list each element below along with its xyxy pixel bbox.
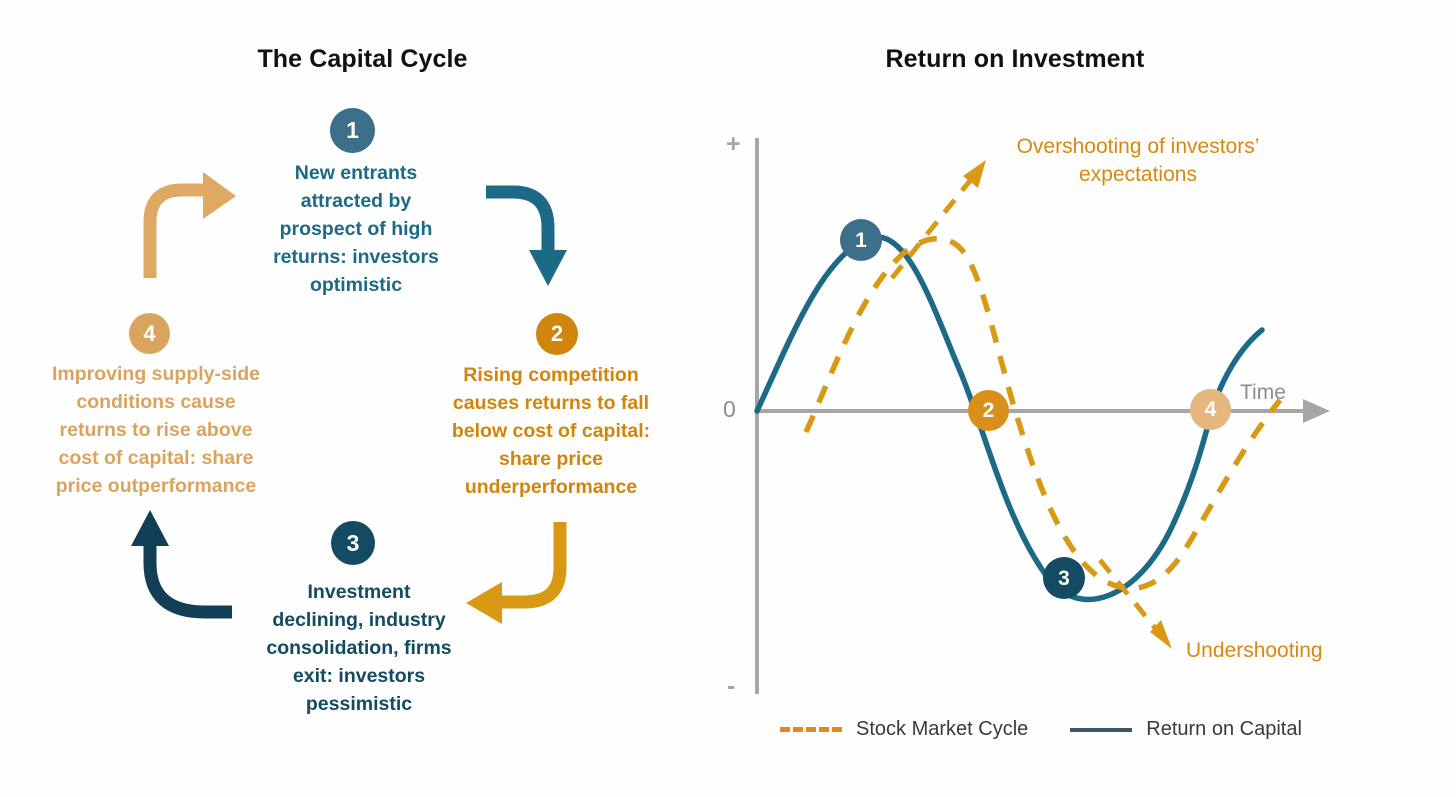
y-axis-positive-label: + bbox=[726, 130, 741, 158]
overshooting-arrow-icon bbox=[890, 160, 986, 280]
arrow-3-to-4-icon bbox=[131, 510, 232, 619]
cycle-step-3-text: Investment declining, industry consolida… bbox=[266, 581, 452, 715]
legend-label-stock-market-cycle: Stock Market Cycle bbox=[856, 718, 1029, 740]
series-return-on-capital bbox=[754, 234, 1265, 603]
dashed-line-swatch-icon bbox=[780, 727, 842, 732]
chart-marker-3: 3 bbox=[1043, 557, 1085, 599]
chart-legend: Stock Market Cycle Return on Capital bbox=[780, 718, 1302, 741]
legend-item-return-on-capital[interactable]: Return on Capital bbox=[1070, 718, 1302, 741]
x-axis-arrowhead bbox=[1303, 399, 1330, 423]
chart-marker-4: 4 bbox=[1190, 389, 1231, 430]
overshooting-annotation: Overshooting of investors’ expectations bbox=[1016, 135, 1260, 186]
arrow-1-to-2-icon bbox=[486, 185, 567, 286]
y-axis-negative-label: - bbox=[727, 672, 736, 700]
chart-marker-1: 1 bbox=[840, 219, 882, 261]
legend-label-return-on-capital: Return on Capital bbox=[1146, 718, 1302, 740]
cycle-badge-2: 2 bbox=[536, 313, 578, 355]
arrow-4-to-1-icon bbox=[143, 172, 236, 278]
cycle-badge-1: 1 bbox=[330, 108, 375, 153]
chart-marker-2: 2 bbox=[968, 390, 1009, 431]
x-axis-label: Time bbox=[1240, 381, 1286, 404]
cycle-badge-4: 4 bbox=[129, 313, 170, 354]
cycle-badge-3: 3 bbox=[331, 521, 375, 565]
undershooting-arrow-icon bbox=[1098, 558, 1172, 649]
arrow-2-to-3-icon bbox=[466, 522, 567, 624]
cycle-step-1-text: New entrants attracted by prospect of hi… bbox=[273, 162, 439, 296]
solid-line-swatch-icon bbox=[1070, 727, 1133, 732]
undershooting-annotation: Undershooting bbox=[1186, 639, 1323, 662]
right-panel-title: Return on Investment bbox=[885, 45, 1145, 73]
cycle-step-4-text: Improving supply-side conditions cause r… bbox=[51, 363, 261, 497]
y-axis-zero-label: 0 bbox=[723, 396, 736, 422]
cycle-step-2-text: Rising competition causes returns to fal… bbox=[451, 364, 651, 498]
left-panel-title: The Capital Cycle bbox=[257, 45, 468, 73]
legend-item-stock-market-cycle[interactable]: Stock Market Cycle bbox=[780, 718, 1028, 741]
